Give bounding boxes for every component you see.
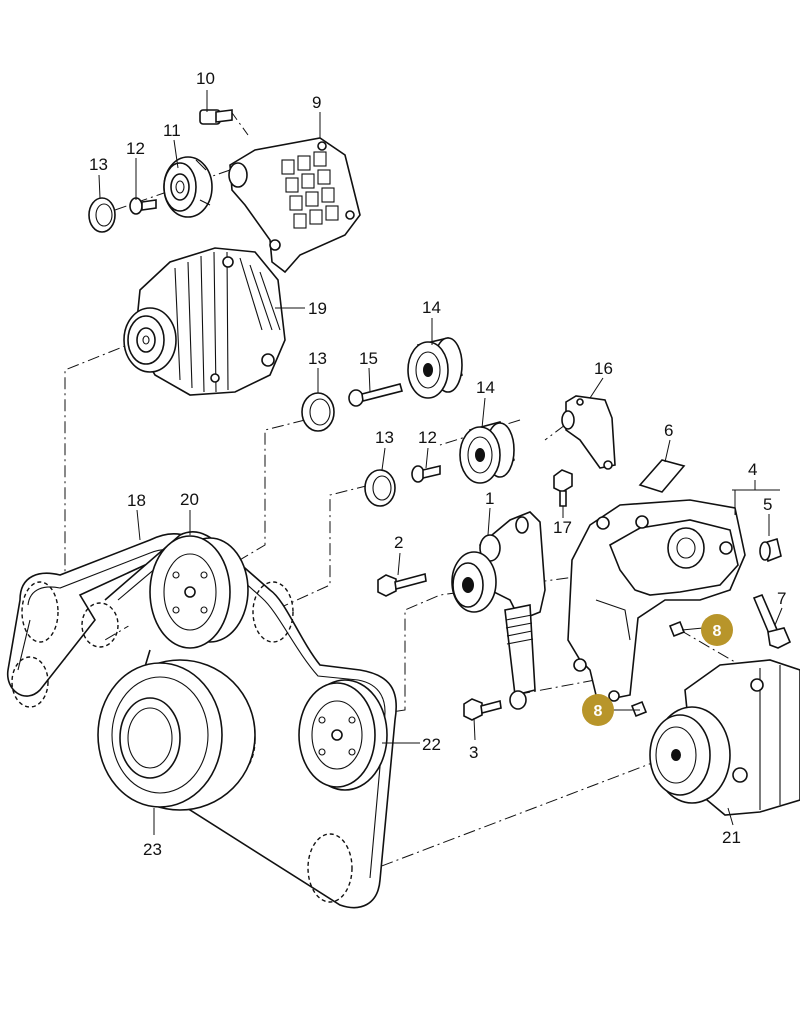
pulley-part-20 [149, 535, 249, 649]
bolt-part-2 [377, 572, 427, 597]
label-13-middle: 13 [308, 349, 327, 368]
bolt-part-3 [463, 698, 502, 721]
pulley-part-11 [163, 156, 213, 218]
cap-part-13-upper [88, 197, 116, 233]
label-12-upper: 12 [126, 139, 145, 158]
label-15: 15 [359, 349, 378, 368]
sleeve-part-5 [759, 537, 782, 563]
part-labels: 9 10 11 12 13 19 14 15 13 14 16 13 12 6 … [89, 69, 786, 859]
label-23: 23 [143, 840, 162, 859]
label-16: 16 [594, 359, 613, 378]
crankshaft-pulley-part-23 [97, 659, 256, 811]
label-7: 7 [777, 589, 786, 608]
bolt-part-12-lower [411, 464, 441, 483]
label-20: 20 [180, 490, 199, 509]
label-21: 21 [722, 828, 741, 847]
label-6: 6 [664, 421, 673, 440]
cap-part-13-lower [364, 469, 396, 507]
label-13-lower: 13 [375, 428, 394, 447]
label-2: 2 [394, 533, 403, 552]
leader-lines [98, 90, 783, 835]
label-13-upper: 13 [89, 155, 108, 174]
bolt-part-15 [348, 383, 403, 407]
bolt-part-10 [199, 109, 233, 125]
label-3: 3 [469, 743, 478, 762]
bolt-part-12-upper [129, 197, 157, 215]
belt-tensioner-part-1 [451, 511, 546, 710]
cap-part-13-middle [301, 392, 335, 432]
badge-8-left-text: 8 [594, 703, 603, 720]
label-11: 11 [163, 121, 181, 140]
highlight-badge-8-left: 8 [582, 694, 614, 726]
label-14-lower: 14 [476, 378, 495, 397]
label-10: 10 [196, 69, 215, 88]
bolt-part-7 [752, 593, 792, 649]
bolt-part-17 [553, 469, 573, 507]
label-17: 17 [553, 518, 572, 537]
bracket-part-16 [561, 395, 616, 470]
ac-compressor-part-21 [649, 659, 800, 816]
pulley-part-22 [298, 679, 388, 791]
label-5: 5 [763, 495, 772, 514]
badge-8-right-text: 8 [713, 623, 722, 640]
label-18: 18 [127, 491, 146, 510]
idler-pulley-part-14-lower [459, 421, 515, 484]
gasket-part-6 [638, 459, 686, 493]
highlight-badge-8-right: 8 [701, 614, 733, 646]
main-bracket-part-4 [567, 499, 746, 702]
dowel-pins-part-8 [630, 620, 686, 718]
label-12-lower: 12 [418, 428, 437, 447]
label-9: 9 [312, 93, 321, 112]
label-1: 1 [485, 489, 494, 508]
label-22: 22 [422, 735, 441, 754]
label-19: 19 [308, 299, 327, 318]
label-14-upper: 14 [422, 298, 441, 317]
bracket-part-9 [228, 137, 361, 274]
alternator-part-19 [123, 247, 286, 396]
label-4: 4 [748, 460, 757, 479]
idler-pulley-part-14-upper [407, 337, 463, 399]
